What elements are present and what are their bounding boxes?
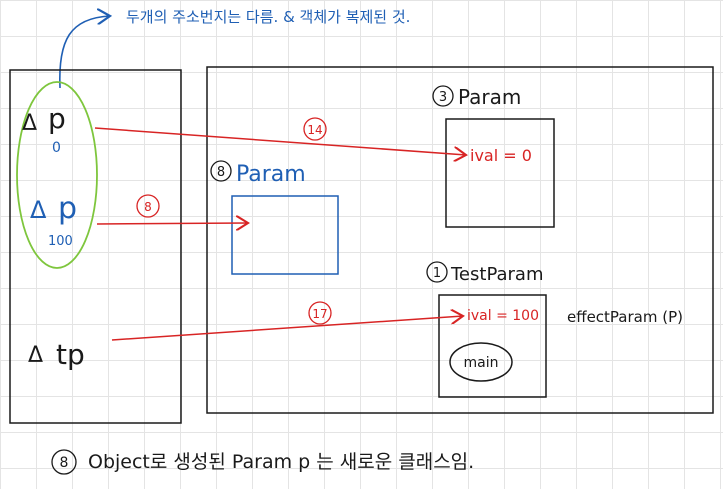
arrow-14: [94, 127, 466, 155]
obj3-field: ival = 0: [470, 146, 532, 165]
main-method-ellipse: [449, 342, 513, 382]
var-p0-name: p: [48, 102, 66, 135]
obj3-title: Param: [458, 85, 521, 109]
arrow-17-circle: [308, 301, 332, 325]
obj8-number-circle: [210, 160, 232, 182]
var-p100-name: p: [58, 191, 77, 226]
obj3-number-circle: [432, 85, 454, 107]
arrow-17: [111, 316, 463, 341]
obj3-number: 3: [439, 90, 447, 105]
arrow-8-circle: [136, 194, 160, 218]
triangle-icon: Δ: [22, 111, 37, 136]
obj1-number: 1: [433, 266, 441, 281]
obj3-box: [445, 118, 555, 228]
bottom-note-number-circle: [51, 449, 77, 475]
obj8-box: [231, 195, 339, 275]
obj1-title: TestParam: [450, 264, 544, 285]
triangle-icon: Δ: [28, 343, 43, 368]
obj1-number-circle: [426, 261, 448, 283]
arrow-14-circle: [303, 117, 327, 141]
arrow-8: [96, 223, 248, 224]
effect-param-label: effectParam (P): [567, 308, 683, 326]
main-method-label: main: [464, 355, 499, 371]
arrow-14-label: 14: [307, 123, 322, 137]
heap-frame: [206, 66, 714, 414]
top-note: 두개의 주소번지는 다름. & 객체가 복제된 것.: [126, 8, 410, 26]
obj8-number: 8: [217, 165, 225, 180]
variables-group-ellipse: [16, 81, 98, 269]
var-p0-value: 0: [52, 140, 61, 156]
top-note-arrow: [59, 16, 110, 89]
var-p100-value: 100: [48, 234, 73, 249]
arrow-8-label: 8: [144, 200, 152, 214]
bottom-note-text: Object로 생성된 Param p 는 새로운 클래스임.: [88, 451, 474, 473]
arrow-17-label: 17: [312, 307, 327, 321]
stack-frame: [9, 69, 182, 424]
obj1-field: ival = 100: [467, 308, 539, 324]
obj1-box: [438, 294, 547, 398]
bottom-note-number: 8: [60, 455, 69, 471]
triangle-icon: Δ: [30, 196, 47, 224]
obj8-title: Param: [236, 162, 306, 187]
var-tp-name: tp: [56, 338, 85, 371]
